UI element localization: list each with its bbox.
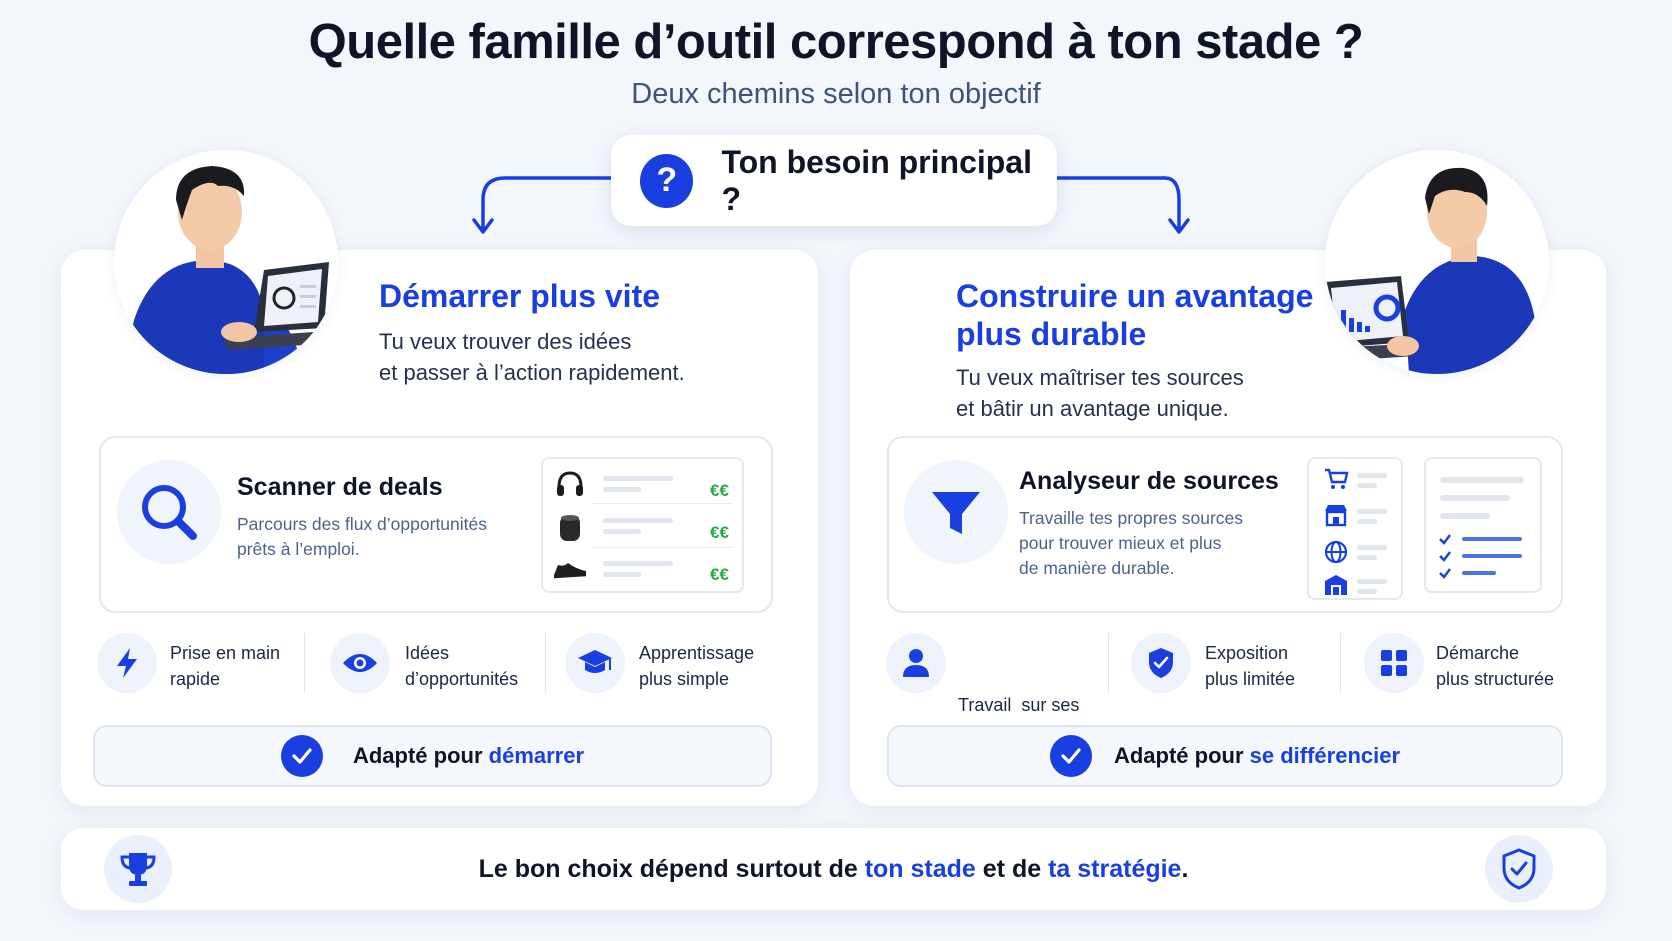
- page-title: Quelle famille d’outil correspond à ton …: [308, 15, 1364, 69]
- question-text: Ton besoin principal ?: [721, 143, 1032, 217]
- adapt-differentiate-banner: Adapté pour se différencier: [887, 725, 1563, 787]
- left-desc-line1: Tu veux trouver des idées: [379, 329, 632, 354]
- footer-banner: Le bon choix dépend surtout de ton stade…: [61, 828, 1606, 910]
- right-heading-line1: Construire un avantage: [956, 278, 1314, 314]
- cart-icon: [1325, 468, 1349, 489]
- page-subtitle: Deux chemins selon ton objectif: [631, 78, 1041, 110]
- store-icon: [1325, 505, 1347, 527]
- speaker-icon: [560, 515, 580, 541]
- check-icon: [280, 735, 323, 777]
- deal-list-preview: €€ €€ €€: [541, 457, 744, 593]
- deal-price-2: €€: [710, 523, 729, 542]
- trophy-icon: [104, 835, 172, 903]
- funnel-icon: [904, 460, 1008, 564]
- adapt-start-banner: Adapté pour démarrer: [93, 725, 772, 787]
- warehouse-icon: [1325, 575, 1347, 595]
- source-analyzer-title: Analyseur de sources: [1019, 467, 1279, 495]
- footer-message: Le bon choix dépend surtout de ton stade…: [478, 854, 1189, 883]
- question-box: ? Ton besoin principal ?: [611, 135, 1057, 226]
- deal-scanner-desc-line1: Parcours des flux d’opportunités: [237, 514, 487, 534]
- source-analyzer-desc-line2: pour trouver mieux et plus: [1019, 533, 1222, 553]
- source-list-preview: [1307, 457, 1403, 600]
- left-heading: Démarrer plus vite: [379, 278, 661, 314]
- deal-price-1: €€: [710, 481, 729, 500]
- avatar-left: [114, 150, 338, 374]
- person-laptop-illustration-icon: [115, 166, 329, 374]
- right-desc-line1: Tu veux maîtriser tes sources: [956, 365, 1244, 390]
- headphones-icon: [557, 471, 583, 496]
- person-icon: [886, 633, 946, 693]
- checklist-icon: [1439, 534, 1522, 579]
- shield-check-icon: [1131, 633, 1191, 693]
- adapt-start-text: Adapté pour démarrer: [352, 743, 585, 768]
- source-analyzer-desc-line3: de manière durable.: [1019, 558, 1175, 578]
- lightning-icon: [97, 633, 157, 693]
- sneaker-icon: [553, 563, 587, 580]
- source-analyzer-desc-line1: Travaille tes propres sources: [1019, 508, 1244, 528]
- arrow-left-icon: [472, 176, 615, 234]
- adapt-differentiate-text: Adapté pour se différencier: [1113, 743, 1401, 768]
- globe-icon: [1324, 540, 1348, 564]
- search-icon: [117, 460, 221, 564]
- arrow-right-icon: [1055, 176, 1190, 234]
- question-icon: ?: [640, 153, 694, 208]
- deal-scanner-title: Scanner de deals: [237, 473, 443, 501]
- graduation-cap-icon: [565, 633, 625, 693]
- check-icon: [1049, 735, 1092, 777]
- shield-check-icon: [1485, 835, 1553, 903]
- eye-icon: [330, 633, 390, 693]
- deal-price-3: €€: [710, 565, 729, 584]
- checklist-preview: [1424, 457, 1542, 593]
- person-dashboard-illustration-icon: [1325, 167, 1539, 374]
- left-desc-line2: et passer à l’action rapidement.: [379, 360, 685, 385]
- grid-icon: [1364, 633, 1424, 693]
- avatar-right: [1325, 150, 1549, 374]
- right-desc-line2: et bâtir un avantage unique.: [956, 396, 1229, 421]
- right-heading-line2: plus durable: [956, 316, 1147, 352]
- deal-scanner-desc-line2: prêts à l’emploi.: [237, 539, 360, 559]
